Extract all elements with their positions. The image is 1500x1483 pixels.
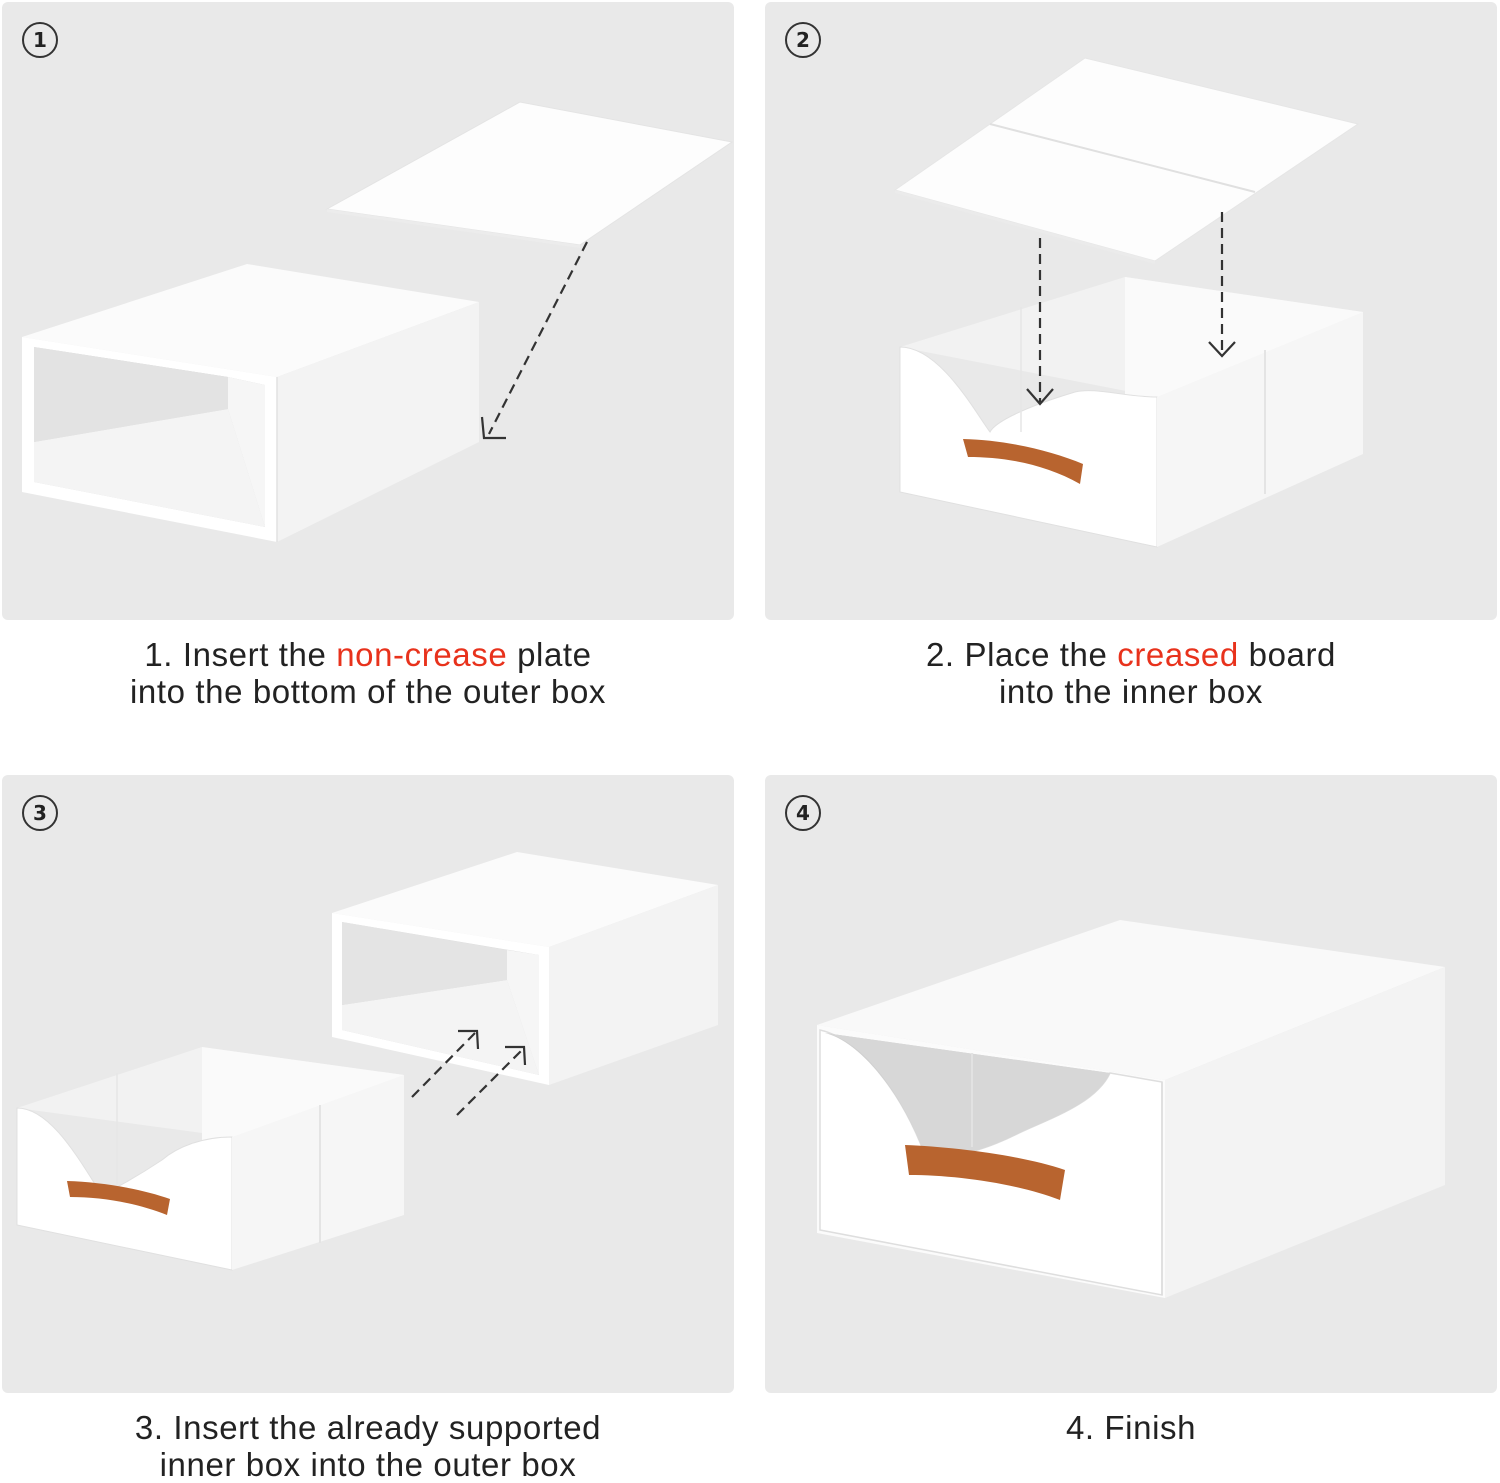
step-2-illustration — [765, 2, 1497, 620]
step-1-illustration — [2, 2, 734, 620]
step-2-caption: 2. Place the creased board into the inne… — [765, 636, 1497, 710]
creased-board — [895, 58, 1358, 264]
inner-box — [17, 1047, 404, 1270]
step-2-panel: 2 — [765, 2, 1497, 620]
dashed-arrow-icon — [482, 242, 587, 438]
inner-box — [900, 277, 1363, 547]
step-2-caption-line-2: into the inner box — [765, 673, 1497, 710]
finished-box — [817, 920, 1445, 1298]
step-1-highlight: non-crease — [336, 636, 507, 673]
step-3-caption-line-1: 3. Insert the already supported — [2, 1409, 734, 1446]
step-2-highlight: creased — [1117, 636, 1239, 673]
step-1-caption: 1. Insert the non-crease plate into the … — [2, 636, 734, 710]
outer-box — [22, 264, 479, 542]
step-1-panel: 1 — [2, 2, 734, 620]
step-2-caption-line-1: 2. Place the creased board — [765, 636, 1497, 673]
step-3-illustration — [2, 775, 734, 1393]
step-4-illustration — [765, 775, 1497, 1393]
step-number-3: 3 — [22, 795, 58, 831]
step-4-panel: 4 — [765, 775, 1497, 1393]
step-4-caption-line-1: 4. Finish — [765, 1409, 1497, 1446]
step-3-panel: 3 — [2, 775, 734, 1393]
step-number-4: 4 — [785, 795, 821, 831]
step-1-caption-line-1: 1. Insert the non-crease plate — [2, 636, 734, 673]
step-4-caption: 4. Finish — [765, 1409, 1497, 1446]
step-number-1: 1 — [22, 22, 58, 58]
step-number-2: 2 — [785, 22, 821, 58]
non-crease-plate — [327, 102, 732, 245]
step-3-caption: 3. Insert the already supported inner bo… — [2, 1409, 734, 1483]
step-3-caption-line-2: inner box into the outer box — [2, 1446, 734, 1483]
step-1-caption-line-2: into the bottom of the outer box — [2, 673, 734, 710]
